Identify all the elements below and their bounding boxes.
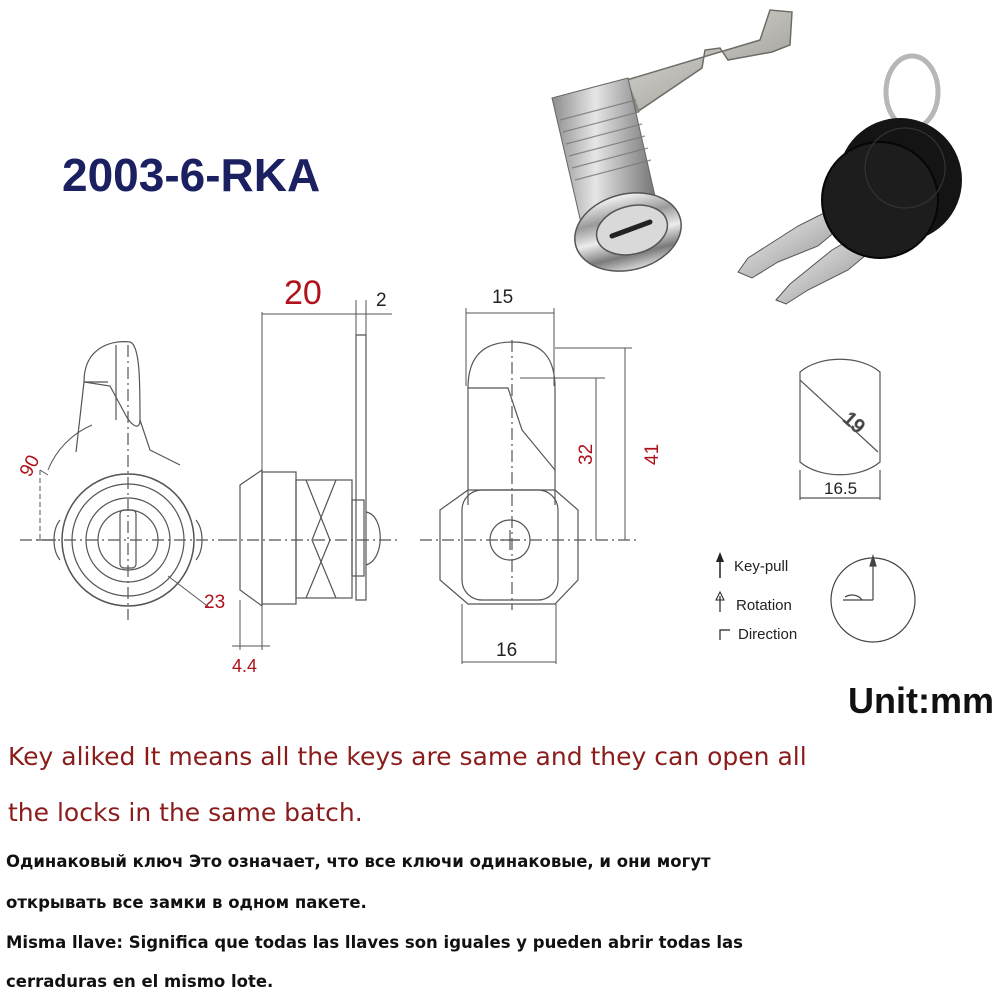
total-height-label: 41	[642, 444, 663, 465]
side-view-drawing	[225, 334, 400, 608]
legend-direction: Direction	[738, 626, 798, 643]
rotation-icon	[715, 590, 725, 612]
spanish-description-line-1: Misma llave: Significa que todas las lla…	[6, 933, 743, 952]
legend-rotation: Rotation	[736, 597, 792, 614]
nut-diameter-dimension: 23	[167, 575, 225, 613]
length-dimension: 20 2	[261, 274, 392, 470]
cam-width-dimension: 15	[465, 287, 555, 386]
angle-dimension: 90	[16, 424, 93, 541]
technical-drawing: 90 23 20 2 4.4	[16, 9, 962, 676]
unit-label: Unit:mm	[848, 680, 994, 721]
flange-dimension: 4.4	[232, 600, 270, 676]
angle-label: 90	[16, 452, 44, 481]
cam-width-label: 15	[492, 287, 513, 308]
height-dimensions: 32 41	[520, 347, 663, 540]
nut-diameter-label: 23	[204, 592, 225, 613]
rear-view-drawing	[420, 340, 640, 610]
english-description-line-1: Key aliked It means all the keys are sam…	[8, 742, 807, 771]
english-description-line-2: the locks in the same batch.	[8, 798, 363, 827]
rotation-diagram	[830, 553, 916, 643]
hole-cutout-drawing: 19 16.5	[799, 358, 881, 500]
model-code-title: 2003-6-RKA	[62, 149, 321, 201]
russian-description-line-2: открывать все замки в одном пакете.	[6, 893, 367, 912]
hole-flat-label: 16.5	[824, 479, 857, 498]
hole-diameter-label: 19	[839, 408, 869, 438]
direction-icon	[719, 629, 730, 640]
cam-lock-photo	[551, 9, 793, 272]
russian-description-line-1: Одинаковый ключ Это означает, что все кл…	[6, 852, 711, 871]
front-view-drawing	[20, 341, 225, 620]
key-pull-icon	[716, 552, 724, 578]
length-label: 20	[284, 274, 322, 312]
body-width-label: 16	[496, 640, 517, 661]
keys-photo	[737, 53, 962, 305]
cam-thickness-label: 2	[376, 290, 387, 311]
legend-key-pull: Key-pull	[734, 558, 789, 575]
flange-label: 4.4	[232, 656, 257, 676]
body-width-dimension: 16	[461, 604, 557, 664]
inner-height-label: 32	[576, 444, 597, 465]
spanish-description-line-2: cerraduras en el mismo lote.	[6, 972, 274, 991]
